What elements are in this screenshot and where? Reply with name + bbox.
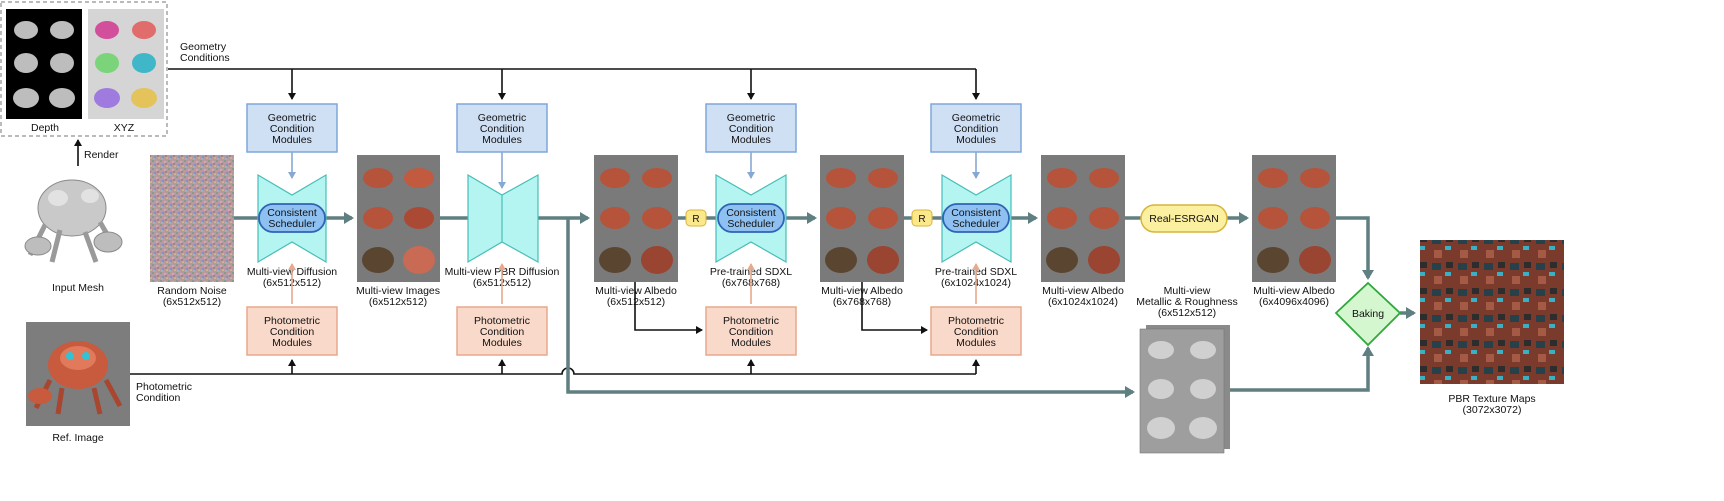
render-label: Render — [84, 149, 119, 161]
pbr-texture-maps-dims: (3072x3072) — [1463, 404, 1522, 416]
sched3-line2: Scheduler — [952, 218, 1000, 230]
geo3-line2: Condition — [729, 123, 774, 135]
consistent-scheduler-1 — [258, 203, 326, 233]
photometric-module-1 — [246, 306, 338, 356]
photometric-condition-line1: Photometric — [136, 381, 192, 393]
geo3-line3: Modules — [731, 134, 771, 146]
geometry-conditions-line1: Geometry — [180, 41, 227, 53]
albedo-768-crabs — [825, 168, 899, 274]
pho2-line3: Modules — [482, 337, 522, 349]
input-mesh-label: Input Mesh — [52, 282, 104, 294]
albedo768-to-pho4 — [861, 282, 928, 334]
xyz-views — [94, 21, 157, 108]
albedo-512-dims: (6x512x512) — [607, 296, 665, 308]
sched3-line1: Consistent — [951, 207, 1001, 219]
depth-label: Depth — [31, 122, 59, 134]
r-badge-2 — [911, 209, 933, 227]
geo4-line2: Condition — [954, 123, 999, 135]
baking-node — [1334, 281, 1402, 347]
sched1-line1: Consistent — [267, 207, 317, 219]
geo1-line1: Geometric — [268, 112, 316, 124]
metallic-label-1: Multi-view — [1164, 285, 1211, 297]
consistent-scheduler-3 — [942, 203, 1010, 233]
photometric-module-3 — [705, 306, 797, 356]
geo4-line3: Modules — [956, 134, 996, 146]
pho3-line2: Condition — [729, 326, 774, 338]
pbr-texture-maps-image — [1420, 240, 1564, 384]
albedo-4096-dims: (6x4096x4096) — [1259, 296, 1329, 308]
depth-views — [13, 21, 75, 108]
consistent-scheduler-2 — [717, 203, 785, 233]
pho2-line2: Condition — [480, 326, 525, 338]
flow-metallic-baking — [1222, 346, 1374, 392]
geo2-line2: Condition — [480, 123, 525, 135]
albedo512-to-pho3 — [634, 282, 703, 334]
flow-to-metallic — [566, 218, 1135, 398]
unet-2 — [467, 173, 539, 264]
ref-image-label: Ref. Image — [52, 432, 104, 444]
albedo-1024-dims: (6x1024x1024) — [1048, 296, 1118, 308]
pho4-line2: Condition — [954, 326, 999, 338]
pho4-line1: Photometric — [948, 315, 1004, 327]
geo1-line3: Modules — [272, 134, 312, 146]
metallic-crabs — [1147, 341, 1217, 439]
pho1-line1: Photometric — [264, 315, 320, 327]
albedo-1024-label: Multi-view Albedo — [1042, 285, 1124, 297]
geometry-conditions-line2: Conditions — [180, 52, 230, 64]
mv-images-label: Multi-view Images — [356, 285, 440, 297]
albedo-512-label: Multi-view Albedo — [595, 285, 677, 297]
photometric-bus — [130, 367, 976, 375]
mv-images-dims: (6x512x512) — [369, 296, 427, 308]
r-badge-2-text: R — [918, 214, 925, 225]
pbr-texture-maps-label: PBR Texture Maps — [1448, 393, 1535, 405]
pho3-line3: Modules — [731, 337, 771, 349]
geometry-inset — [0, 1, 168, 137]
baking-label: Baking — [1352, 308, 1384, 320]
geometric-module-2 — [456, 103, 548, 153]
metallic-dims: (6x512x512) — [1158, 307, 1216, 319]
xyz-label: XYZ — [114, 122, 135, 134]
pho3-line1: Photometric — [723, 315, 779, 327]
random-noise-image — [150, 155, 234, 282]
mv-images-crabs — [362, 168, 435, 274]
geo2-line1: Geometric — [478, 112, 526, 124]
ref-image-crab — [28, 341, 123, 415]
photometric-module-4 — [930, 306, 1022, 356]
random-noise-dims: (6x512x512) — [163, 296, 221, 308]
sched1-line2: Scheduler — [268, 218, 316, 230]
photometric-condition-line2: Condition — [136, 392, 181, 404]
geo1-line2: Condition — [270, 123, 315, 135]
albedo-4096-crabs — [1257, 168, 1331, 274]
pho2-line1: Photometric — [474, 315, 530, 327]
input-mesh-image — [24, 179, 123, 263]
photometric-module-2 — [456, 306, 548, 356]
albedo-4096-label: Multi-view Albedo — [1253, 285, 1335, 297]
flow-albedo4096-baking — [1336, 216, 1374, 280]
sched2-line1: Consistent — [726, 207, 776, 219]
geometric-module-4 — [930, 103, 1022, 153]
geometric-module-3 — [705, 103, 797, 153]
r-badge-1 — [685, 209, 707, 227]
pho1-line3: Modules — [272, 337, 312, 349]
geo2-line3: Modules — [482, 134, 522, 146]
geo4-line1: Geometric — [952, 112, 1000, 124]
real-esrgan-label: Real-ESRGAN — [1149, 213, 1218, 225]
geo3-line1: Geometric — [727, 112, 775, 124]
albedo-768-dims: (6x768x768) — [833, 296, 891, 308]
pho4-line3: Modules — [956, 337, 996, 349]
albedo-512-crabs — [599, 168, 673, 274]
r-badge-1-text: R — [692, 214, 699, 225]
sched2-line2: Scheduler — [727, 218, 775, 230]
albedo-1024-crabs — [1046, 168, 1120, 274]
pho1-line2: Condition — [270, 326, 315, 338]
real-esrgan-node — [1140, 204, 1228, 233]
albedo-768-label: Multi-view Albedo — [821, 285, 903, 297]
random-noise-label: Random Noise — [157, 285, 227, 297]
metallic-label-2: Metallic & Roughness — [1136, 296, 1238, 308]
